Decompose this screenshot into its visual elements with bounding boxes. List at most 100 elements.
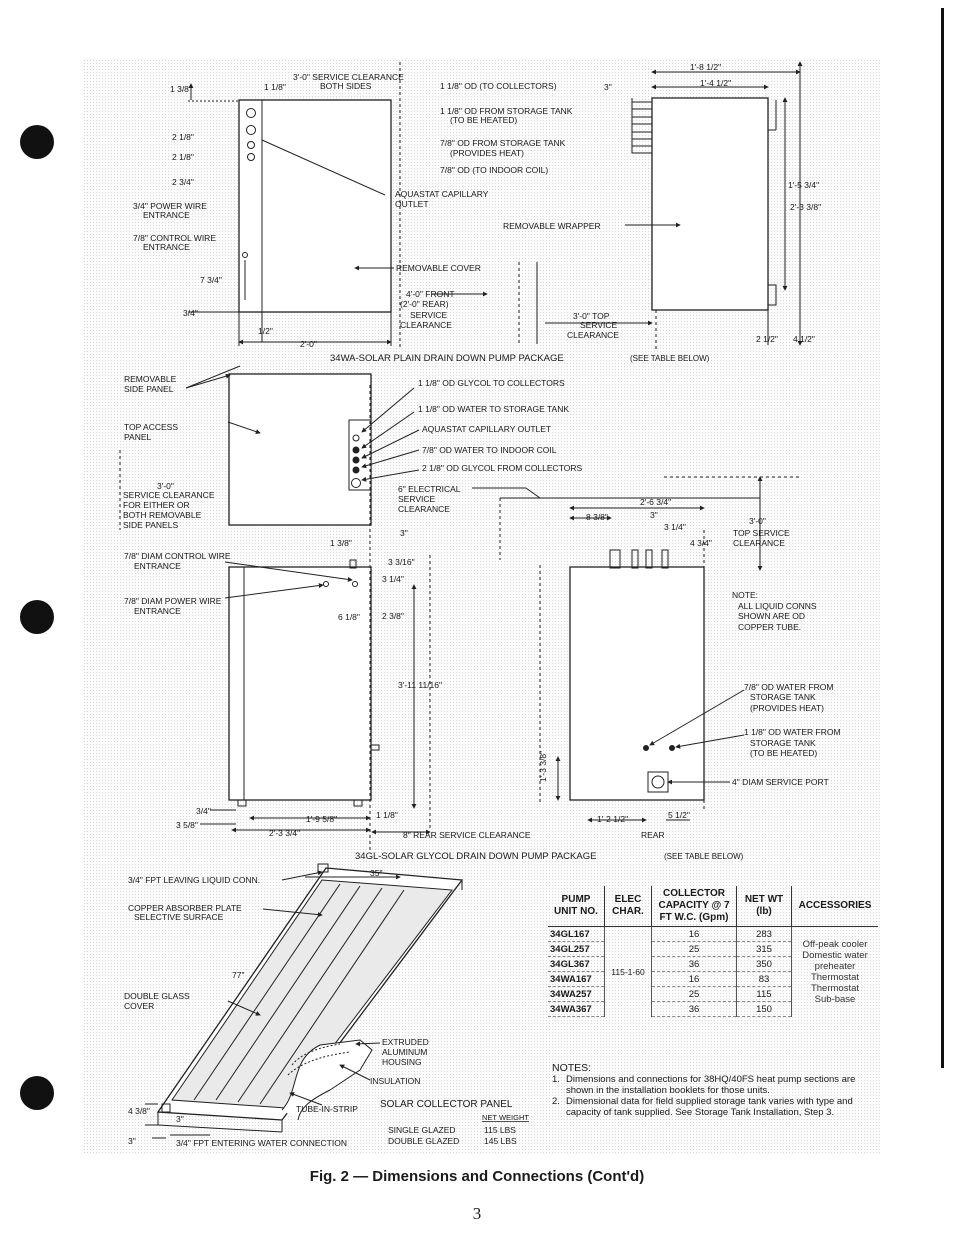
unit-cell: 34WA367: [548, 1001, 605, 1017]
svg-text:1'-3 3/8": 1'-3 3/8": [538, 751, 548, 782]
accessories-cell: Off-peak cooler Domestic water preheater…: [791, 926, 878, 1017]
svg-text:3'-11 11/16": 3'-11 11/16": [398, 680, 442, 690]
svg-text:4 3/8": 4 3/8": [128, 1106, 150, 1116]
capacity-cell: 16: [651, 971, 737, 987]
capacity-cell: 36: [651, 956, 737, 972]
weight-cell: 150: [736, 1001, 792, 1017]
svg-text:EXTRUDED: EXTRUDED: [382, 1037, 429, 1047]
svg-text:ENTRANCE: ENTRANCE: [134, 606, 181, 616]
svg-text:BOTH REMOVABLE: BOTH REMOVABLE: [123, 510, 202, 520]
svg-text:INSULATION: INSULATION: [370, 1076, 420, 1086]
svg-text:NOTE:: NOTE:: [732, 590, 758, 600]
unit-cell: 34GL167: [548, 926, 605, 942]
svg-text:3": 3": [604, 82, 612, 92]
svg-text:3": 3": [176, 1114, 184, 1124]
svg-text:115 LBS: 115 LBS: [484, 1125, 516, 1135]
page-number: 3: [472, 1204, 482, 1223]
svg-text:CLEARANCE: CLEARANCE: [398, 504, 450, 514]
table-row: 34GL167 115-1-60 16 283 Off-peak cooler …: [548, 926, 878, 1017]
header-net-wt: NET WT (lb): [736, 886, 792, 927]
svg-text:3 5/8": 3 5/8": [176, 820, 198, 830]
table-row: 34WA257 25 115: [548, 986, 878, 1002]
svg-text:5 1/2": 5 1/2": [668, 810, 690, 820]
svg-text:CLEARANCE: CLEARANCE: [400, 320, 452, 330]
svg-text:1'-5 3/4": 1'-5 3/4": [788, 180, 819, 190]
accessory-item: Thermostat: [810, 982, 860, 994]
svg-text:CLEARANCE: CLEARANCE: [567, 330, 619, 340]
elec-char-cell: 115-1-60: [604, 926, 652, 1017]
unit-cell: 34GL257: [548, 941, 605, 957]
svg-text:SHOWN ARE OD: SHOWN ARE OD: [738, 611, 805, 621]
accessory-item: Thermostat: [810, 971, 860, 983]
note-1: 1.Dimensions and connections for 38HQ/40…: [552, 1074, 882, 1096]
svg-text:SINGLE GLAZED: SINGLE GLAZED: [388, 1125, 456, 1135]
accessory-item: preheater: [814, 960, 856, 972]
svg-text:145 LBS: 145 LBS: [484, 1136, 517, 1146]
accessory-item: Domestic water: [802, 949, 868, 961]
svg-text:TOP ACCESS: TOP ACCESS: [124, 422, 178, 432]
svg-text:(SEE TABLE BELOW): (SEE TABLE BELOW): [664, 852, 744, 861]
svg-text:REMOVABLE COVER: REMOVABLE COVER: [396, 263, 481, 273]
svg-text:7/8" DIAM POWER WIRE: 7/8" DIAM POWER WIRE: [124, 596, 222, 606]
svg-text:4 3/4": 4 3/4": [690, 538, 712, 548]
pump-package-table: PUMP UNIT NO. ELEC CHAR. COLLECTOR CAPAC…: [548, 886, 878, 1017]
svg-text:8 3/8": 8 3/8": [586, 512, 608, 522]
svg-text:STORAGE TANK: STORAGE TANK: [750, 692, 816, 702]
header-collector-capacity: COLLECTOR CAPACITY @ 7 FT W.C. (Gpm): [651, 886, 737, 927]
svg-text:(SEE TABLE BELOW): (SEE TABLE BELOW): [630, 354, 710, 363]
binder-hole-top: [20, 125, 54, 159]
svg-text:AQUASTAT CAPILLARY: AQUASTAT CAPILLARY: [395, 189, 489, 199]
svg-text:DOUBLE GLASS: DOUBLE GLASS: [124, 991, 190, 1001]
svg-text:(2'-0" REAR): (2'-0" REAR): [400, 299, 449, 309]
header-pump-unit: PUMP UNIT NO.: [548, 886, 605, 927]
svg-text:7/8" CONTROL WIRE: 7/8" CONTROL WIRE: [133, 233, 216, 243]
svg-text:NET WEIGHT: NET WEIGHT: [482, 1113, 529, 1122]
svg-text:1'-2 1/2": 1'-2 1/2": [597, 814, 628, 824]
unit-cell: 34GL367: [548, 956, 605, 972]
svg-text:3/4" FPT ENTERING WATER CONNEC: 3/4" FPT ENTERING WATER CONNECTION: [176, 1138, 347, 1148]
svg-text:FOR EITHER OR: FOR EITHER OR: [123, 500, 190, 510]
svg-text:1 1/8": 1 1/8": [264, 82, 286, 92]
accessory-item: Off-peak cooler: [802, 938, 868, 950]
svg-text:1 1/8" OD WATER TO STORAGE TAN: 1 1/8" OD WATER TO STORAGE TANK: [418, 404, 569, 414]
weight-cell: 83: [736, 971, 792, 987]
svg-text:3 1/4": 3 1/4": [664, 522, 686, 532]
svg-text:7/8" OD WATER FROM: 7/8" OD WATER FROM: [744, 682, 833, 692]
table-row: 34GL367 36 350: [548, 956, 878, 972]
svg-text:ALUMINUM: ALUMINUM: [382, 1047, 427, 1057]
svg-text:REMOVABLE WRAPPER: REMOVABLE WRAPPER: [503, 221, 601, 231]
svg-text:COPPER ABSORBER PLATE: COPPER ABSORBER PLATE: [128, 903, 242, 913]
svg-text:1'-9 5/8": 1'-9 5/8": [306, 814, 337, 824]
note-1-text: Dimensions and connections for 38HQ/40FS…: [566, 1074, 856, 1096]
weight-cell: 283: [736, 926, 792, 942]
svg-text:(PROVIDES HEAT): (PROVIDES HEAT): [450, 148, 524, 158]
svg-text:3/4" FPT LEAVING LIQUID CONN.: 3/4" FPT LEAVING LIQUID CONN.: [128, 875, 260, 885]
table-row: 34GL257 25 315: [548, 941, 878, 957]
svg-text:DOUBLE GLAZED: DOUBLE GLAZED: [388, 1136, 459, 1146]
svg-text:2'-0": 2'-0": [300, 339, 317, 349]
note-2: 2.Dimensional data for field supplied st…: [552, 1096, 882, 1118]
svg-text:34WA-SOLAR PLAIN DRAIN DOWN PU: 34WA-SOLAR PLAIN DRAIN DOWN PUMP PACKAGE: [330, 353, 564, 364]
svg-text:3/4": 3/4": [196, 806, 211, 816]
svg-text:HOUSING: HOUSING: [382, 1057, 422, 1067]
svg-text:1 3/8": 1 3/8": [330, 538, 352, 548]
svg-text:2 1/2": 2 1/2": [756, 334, 778, 344]
binder-hole-middle: [20, 600, 54, 634]
svg-text:OUTLET: OUTLET: [395, 199, 429, 209]
svg-text:7/8" DIAM CONTROL WIRE: 7/8" DIAM CONTROL WIRE: [124, 551, 231, 561]
svg-text:3'-0" SERVICE CLEARANCE: 3'-0" SERVICE CLEARANCE: [293, 72, 404, 82]
svg-text:2 3/8": 2 3/8": [382, 611, 404, 621]
svg-text:1 1/8" OD FROM STORAGE TANK: 1 1/8" OD FROM STORAGE TANK: [440, 106, 573, 116]
svg-text:3": 3": [400, 528, 408, 538]
header-elec-char: ELEC CHAR.: [604, 886, 652, 927]
accessory-item: Sub-base: [814, 993, 856, 1005]
weight-cell: 115: [736, 986, 792, 1002]
svg-text:2'-6 3/4": 2'-6 3/4": [640, 497, 671, 507]
svg-text:TOP SERVICE: TOP SERVICE: [733, 528, 790, 538]
binder-hole-bottom: [20, 1076, 54, 1110]
svg-text:PANEL: PANEL: [124, 432, 152, 442]
svg-text:1/2": 1/2": [258, 326, 273, 336]
svg-text:REAR: REAR: [641, 830, 665, 840]
svg-text:4'-0" FRONT: 4'-0" FRONT: [406, 289, 455, 299]
solar-collector-labels: 3/4" FPT LEAVING LIQUID CONN. 35" 77" CO…: [124, 868, 529, 1148]
